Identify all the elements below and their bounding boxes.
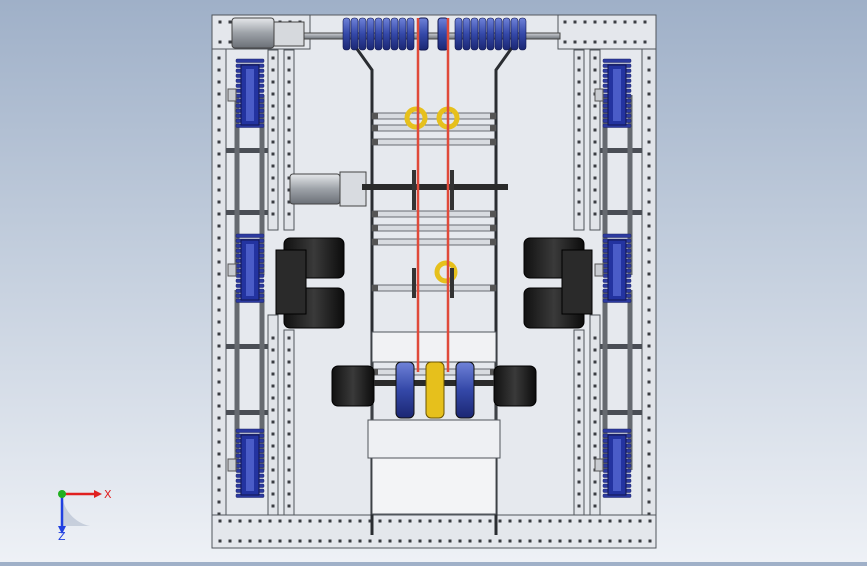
- cross-bars: [226, 148, 642, 415]
- triad-x-arrow-icon: [94, 490, 102, 498]
- orientation-triad[interactable]: X Z: [50, 482, 150, 542]
- top-right-channel: [557, 14, 657, 50]
- drive-sprocket: [227, 58, 265, 128]
- bottom-intake-rollers: [331, 361, 537, 419]
- triad-x-label: X: [104, 488, 112, 501]
- drive-sprocket: [227, 428, 265, 498]
- triad-background-arc: [62, 494, 90, 526]
- triad-z-label: Z: [58, 530, 66, 542]
- drive-sprocket: [227, 233, 265, 303]
- triad-y-origin-icon: [58, 490, 66, 498]
- drive-sprocket: [594, 58, 632, 128]
- mid-motor-assembly: [289, 171, 508, 207]
- left-intake-wheels: [275, 237, 345, 329]
- drive-sprocket: [594, 428, 632, 498]
- string-guides: [412, 170, 454, 298]
- left-outer-rail: [211, 14, 227, 549]
- triad-z-arrow-icon: [58, 526, 66, 534]
- right-intake-wheels: [523, 237, 593, 329]
- bottom-channel: [211, 514, 657, 549]
- lift-strings: [416, 18, 450, 372]
- top-roller-assembly: [231, 17, 561, 51]
- right-outer-rail: [641, 14, 657, 549]
- drive-sprocket: [594, 233, 632, 303]
- top-motor: [231, 17, 275, 49]
- lift-carriage: [367, 331, 501, 515]
